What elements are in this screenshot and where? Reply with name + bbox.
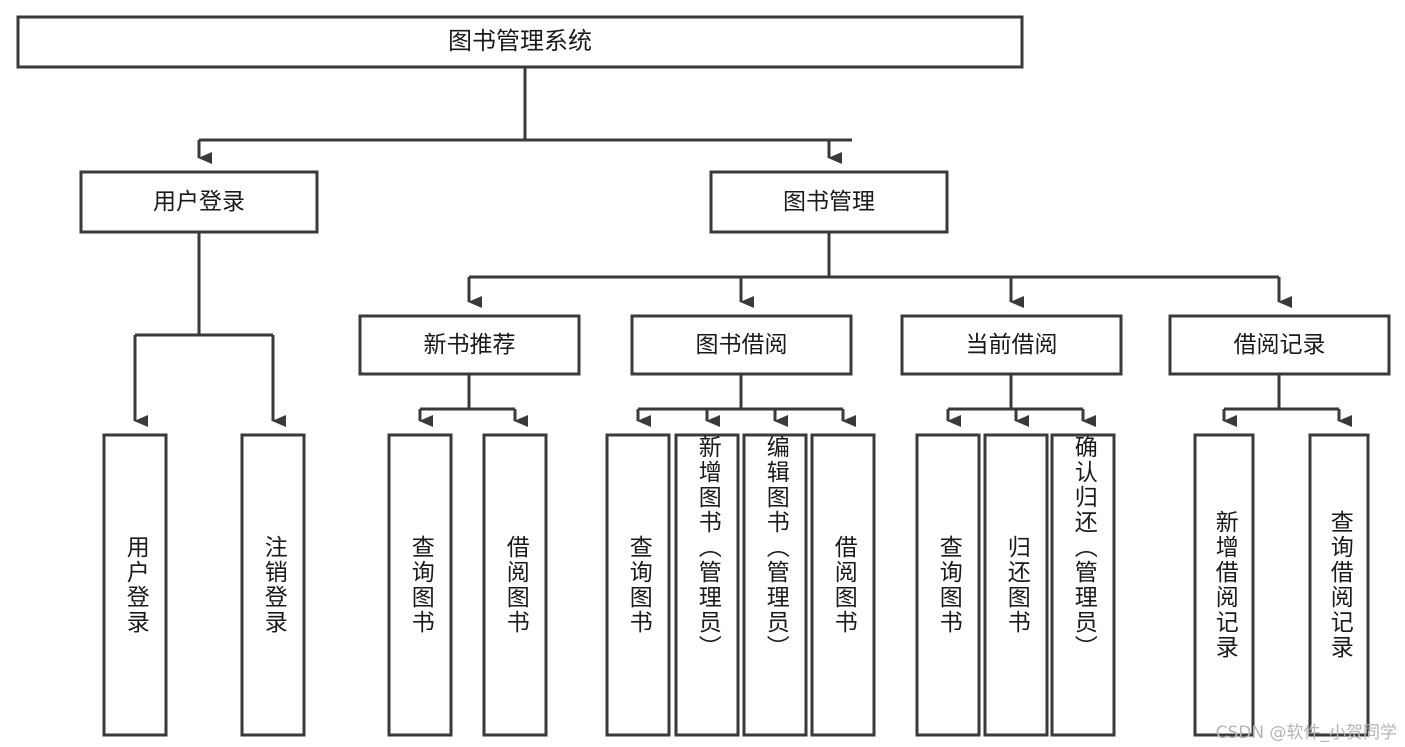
leaf-box[interactable] [387,433,453,737]
leaf-box[interactable] [742,433,808,737]
leaf-box[interactable] [915,433,981,737]
leaf-box[interactable] [482,433,548,737]
connector-current-borrow-to-leaves [946,374,1096,427]
node-box-book-borrow[interactable] [630,314,853,376]
node-box-root[interactable] [16,15,1024,69]
connector-user-login-to-leaves [133,232,286,427]
leaf-box[interactable] [1050,433,1116,737]
leaf-box[interactable] [983,433,1049,737]
leaf-box[interactable] [605,433,671,737]
node-box-book-management[interactable] [709,170,949,234]
connector-new-book-rec-to-leaves [418,374,528,427]
connector-borrow-record-to-leaves [1222,374,1352,427]
connector-book-borrow-to-leaves [636,374,856,427]
node-box-user-login[interactable] [79,170,319,234]
leaf-box[interactable] [240,433,306,737]
node-box-current-borrow[interactable] [900,314,1123,376]
leaf-box[interactable] [1308,433,1370,737]
node-box-new-book-recommend[interactable] [358,314,581,376]
leaf-box[interactable] [102,433,168,737]
watermark-text: CSDN @软件_小贺同学 [1215,723,1397,743]
node-box-borrow-record[interactable] [1168,314,1391,376]
connector-root-to-level2 [197,67,852,164]
leaf-box[interactable] [810,433,876,737]
leaf-box[interactable] [1193,433,1255,737]
connector-book-mgmt-to-level3 [467,232,1292,308]
leaf-box[interactable] [674,433,740,737]
